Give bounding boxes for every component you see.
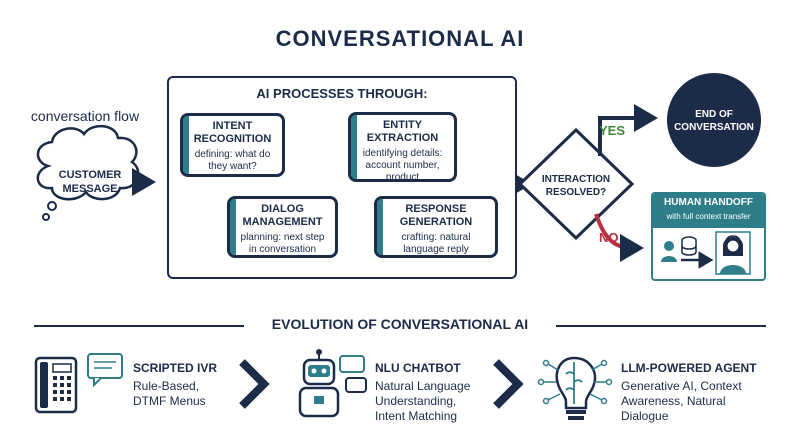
end-of-conversation-label: END OF CONVERSATION (674, 109, 754, 133)
stage-nlu-chatbot: NLU CHATBOT Natural Language Understandi… (375, 361, 495, 424)
handoff-illustration (661, 231, 751, 275)
step-stripe (230, 199, 236, 255)
ai-process-title: AI PROCESSES THROUGH: (256, 86, 428, 101)
step-title: ENTITY EXTRACTION (366, 119, 439, 144)
chevron-right-icon (239, 359, 270, 409)
step-dialog-management: DIALOG MANAGEMENT planning: next step in… (227, 196, 338, 258)
no-label: NO (599, 230, 619, 245)
stage-name: LLM-POWERED AGENT (621, 361, 757, 375)
evolution-icons (34, 349, 613, 420)
step-desc: planning: next step in conversation (240, 232, 325, 255)
brain-icon (537, 356, 613, 420)
page-title: CONVERSATIONAL AI (275, 26, 525, 51)
stage-desc: Generative AI, Context Awareness, Natura… (621, 379, 742, 423)
stage-desc: Rule-Based, DTMF Menus (133, 379, 206, 408)
divider-left (34, 325, 244, 327)
handoff-header: HUMAN HANDOFF with full context transfer (653, 194, 764, 228)
user-icon (661, 241, 677, 262)
step-desc: defining: what do they want? (194, 149, 271, 172)
agent-icon (715, 231, 751, 275)
step-entity-extraction: ENTITY EXTRACTION identifying details: a… (348, 112, 457, 182)
stage-llm-agent: LLM-POWERED AGENT Generative AI, Context… (621, 361, 771, 424)
handoff-title: HUMAN HANDOFF (664, 197, 753, 208)
evolution-title: EVOLUTION OF CONVERSATIONAL AI (271, 316, 529, 332)
stage-scripted-ivr: SCRIPTED IVR Rule-Based, DTMF Menus (133, 361, 243, 409)
stage-name: SCRIPTED IVR (133, 361, 218, 375)
step-desc: crafting: natural language reply (401, 232, 471, 255)
step-intent-recognition: INTENT RECOGNITION defining: what do the… (180, 113, 285, 177)
step-response-generation: RESPONSE GENERATION crafting: natural la… (374, 196, 498, 258)
step-stripe (351, 115, 357, 179)
step-stripe (183, 116, 189, 174)
yes-label: YES (599, 123, 626, 138)
step-stripe (377, 199, 383, 255)
robot-icon (298, 349, 367, 418)
step-title: INTENT RECOGNITION (193, 120, 272, 145)
customer-message-cloud (36, 125, 140, 221)
end-of-conversation-circle (667, 73, 761, 167)
phone-icon (34, 353, 123, 414)
arrow-yes (598, 104, 658, 156)
chevron-right-icon (493, 359, 524, 409)
handoff-subtitle: with full context transfer (666, 212, 751, 221)
step-desc: identifying details: account number, pro… (362, 148, 443, 182)
step-title: RESPONSE GENERATION (399, 203, 473, 228)
decision-diamond (517, 127, 635, 241)
conversation-flow-label: conversation flow (30, 108, 140, 124)
database-icon (681, 236, 697, 256)
stage-desc: Natural Language Understanding, Intent M… (375, 379, 471, 423)
decision-label: INTERACTION RESOLVED? (541, 174, 611, 198)
customer-message-label: CUSTOMER MESSAGE (58, 169, 122, 195)
step-title: DIALOG MANAGEMENT (242, 203, 323, 228)
divider-right (556, 325, 766, 327)
human-handoff-box: HUMAN HANDOFF with full context transfer (651, 192, 766, 281)
stage-name: NLU CHATBOT (375, 361, 461, 375)
